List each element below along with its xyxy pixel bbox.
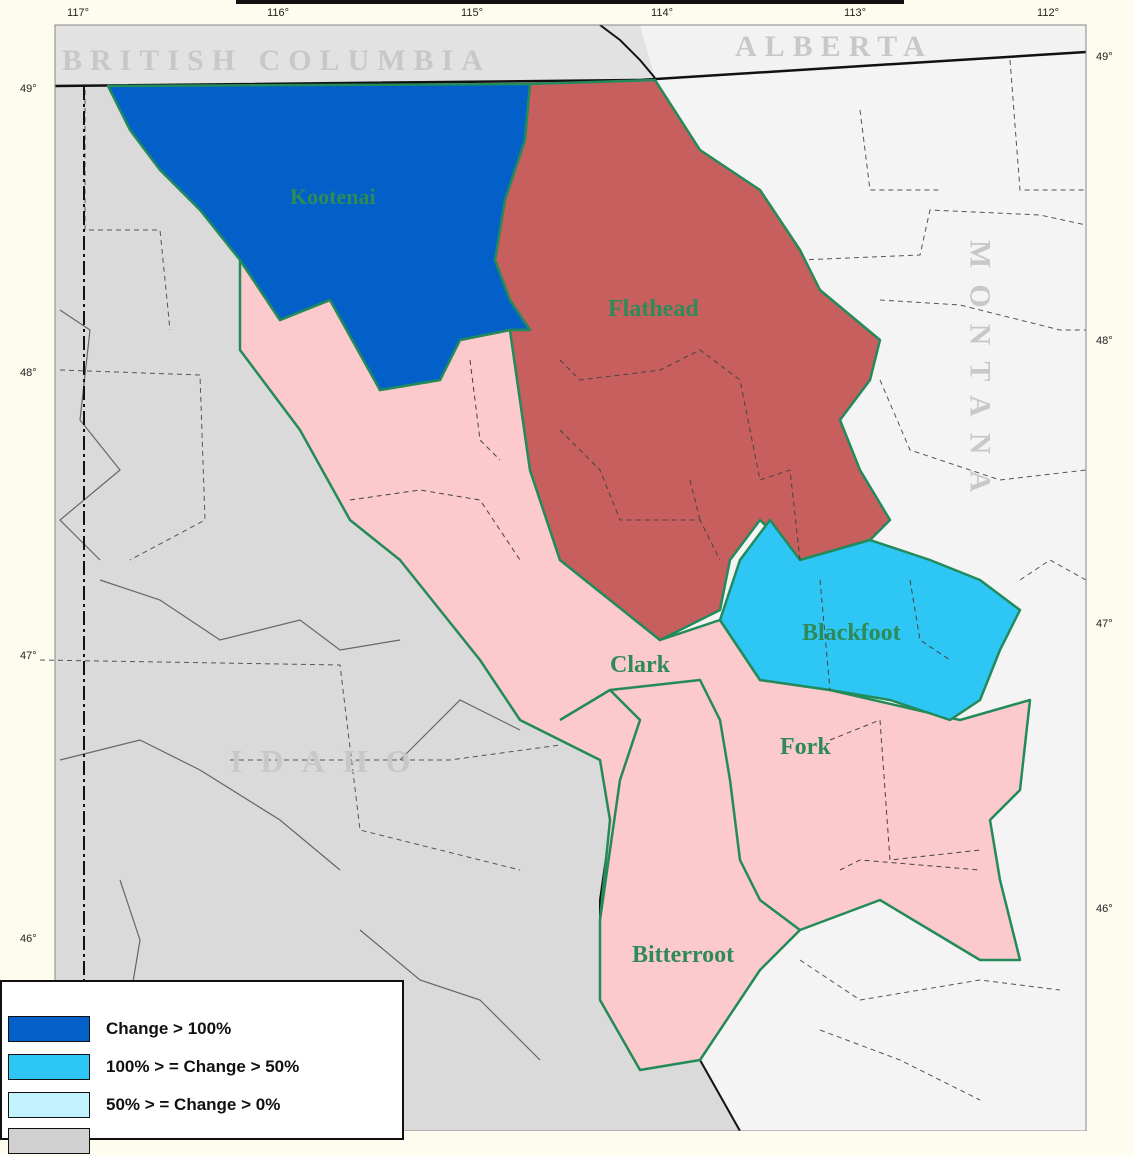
legend-swatch bbox=[8, 1016, 90, 1042]
state-label-british-columbia: BRITISH COLUMBIA bbox=[62, 44, 491, 77]
bc-alberta-border bbox=[599, 24, 656, 79]
clark-fork-inner-boundary bbox=[598, 689, 642, 921]
lat-label: 46° bbox=[1096, 903, 1113, 915]
lon-label: 117° bbox=[67, 7, 89, 19]
county-lines bbox=[39, 59, 1087, 1101]
legend-label: Change > 100% bbox=[106, 1019, 232, 1038]
longitude-labels: 117° 116° 115° 114° 113° 112° bbox=[67, 7, 1059, 19]
lon-label: 116° bbox=[267, 7, 289, 19]
basins bbox=[106, 78, 1032, 1072]
legend-label: 100% > = Change > 50% bbox=[106, 1057, 300, 1076]
lon-label: 115° bbox=[461, 7, 483, 19]
map-border bbox=[54, 24, 1087, 1131]
lon-label: 114° bbox=[651, 7, 673, 19]
lon-label: 112° bbox=[1037, 7, 1059, 19]
region-label-clark: Clark bbox=[610, 652, 671, 678]
basin-county-lines bbox=[349, 349, 981, 871]
latitude-labels-right: 49° 48° 47° 46° bbox=[1096, 51, 1113, 915]
lat-label: 49° bbox=[20, 83, 37, 95]
region-label-blackfoot: Blackfoot bbox=[802, 620, 901, 646]
region-label-fork: Fork bbox=[780, 734, 831, 760]
legend-swatch bbox=[8, 1054, 90, 1080]
lat-label: 47° bbox=[20, 650, 37, 662]
basin-map: 117° 116° 115° 114° 113° 112° 49° 48° 47… bbox=[0, 0, 1113, 1131]
region-flathead bbox=[493, 78, 892, 642]
legend-label: 50% > = Change > 0% bbox=[106, 1095, 281, 1114]
region-label-flathead: Flathead bbox=[608, 296, 699, 322]
lat-label: 48° bbox=[1096, 335, 1113, 347]
state-label-idaho: IDAHO bbox=[230, 743, 428, 779]
region-label-bitterroot: Bitterroot bbox=[632, 942, 734, 968]
map-legend: Change > 100% 100% > = Change > 50% 50% … bbox=[0, 980, 404, 1154]
alberta-land bbox=[640, 25, 1086, 78]
region-blackfoot bbox=[718, 518, 1022, 722]
lon-label: 113° bbox=[844, 7, 866, 19]
legend-item: 50% > = Change > 0% bbox=[8, 1090, 280, 1120]
bitterroot-boundary bbox=[559, 678, 801, 931]
scale-bar bbox=[236, 0, 904, 4]
hydro-lines bbox=[59, 309, 541, 1061]
legend-swatch bbox=[8, 1092, 90, 1118]
legend-item: Change > 100% bbox=[8, 1014, 231, 1044]
lat-label: 48° bbox=[20, 367, 37, 379]
state-label-montana: MONTANA bbox=[964, 240, 997, 508]
region-label-kootenai: Kootenai bbox=[290, 184, 376, 209]
latitude-labels-left: 49° 48° 47° 46° bbox=[20, 83, 37, 945]
lat-label: 49° bbox=[1096, 51, 1113, 63]
legend-swatch bbox=[8, 1128, 90, 1154]
lat-label: 46° bbox=[20, 933, 37, 945]
lat-label: 47° bbox=[1096, 618, 1113, 630]
legend-item: 100% > = Change > 50% bbox=[8, 1052, 299, 1082]
state-label-alberta: ALBERTA bbox=[735, 30, 933, 63]
